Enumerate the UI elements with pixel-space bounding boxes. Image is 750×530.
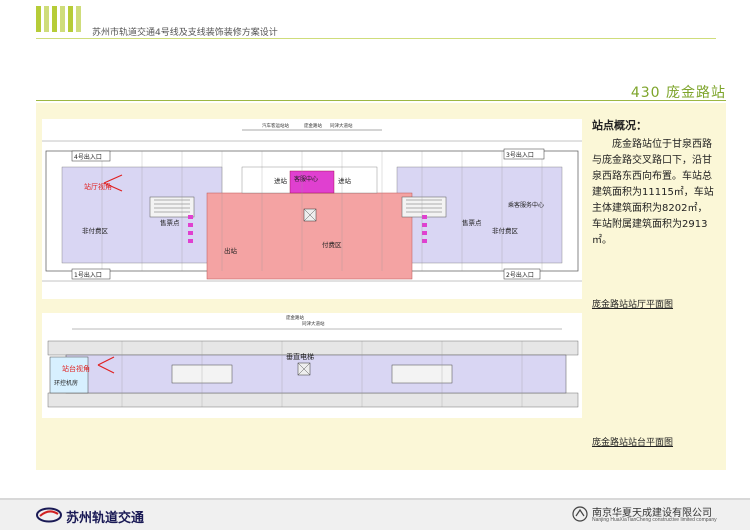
station-hall-plan-drawing: 汽车客运站站 庞金路站 同津大道站 — [42, 122, 582, 282]
hall-top-label-3: 同津大道站 — [330, 122, 353, 129]
header-logo-bars — [36, 6, 82, 32]
station-title: 430 庞金路站 — [630, 85, 726, 101]
overview-title: 站点概况： — [592, 119, 647, 132]
zone-non-paid-left: 非付费区 — [82, 226, 109, 235]
hall-view-label: 站厅视角 — [84, 182, 112, 191]
hall-plan-caption: 庞金路站站厅平面图 — [592, 300, 674, 310]
station-hall-plan: 汽车客运站站 庞金路站 同津大道站 — [42, 119, 582, 299]
platform-plan-caption: 庞金路站站台平面图 — [592, 438, 674, 448]
platform-top-label-2: 同津大道站 — [302, 320, 325, 327]
suzhou-metro-logo-icon — [36, 507, 62, 523]
zone-ticket-right: 售票点 — [462, 218, 482, 227]
hall-top-label-2: 庞金路站 — [304, 122, 322, 129]
platform-view-label: 站台视角 — [62, 364, 90, 373]
station-platform-plan-drawing: 庞金路站 同津大道站 环控机房 — [47, 314, 579, 408]
zone-passenger-service: 乘客服务中心 — [508, 201, 544, 209]
zone-entry-left: 进站 — [274, 176, 288, 185]
entrance-4: 4号出入口 — [74, 153, 102, 161]
document-title: 苏州市轨道交通4号线及支线装饰装修方案设计 — [92, 28, 278, 38]
zone-exit: 出站 — [224, 246, 238, 255]
hall-top-label-1: 汽车客运站站 — [262, 122, 289, 129]
footer-divider — [0, 498, 750, 500]
zone-non-paid-right: 非付费区 — [492, 226, 519, 235]
footer: 苏州轨道交通 南京华夏天成建设有限公司 Nanjing HuaXiaTianCh… — [0, 500, 750, 530]
station-platform-plan: 庞金路站 同津大道站 环控机房 — [42, 313, 582, 418]
content-panel: 汽车客运站站 庞金路站 同津大道站 — [36, 103, 726, 470]
footer-brand: 苏州轨道交通 — [66, 511, 145, 526]
entrance-1: 1号出入口 — [74, 271, 102, 279]
company-logo-icon — [572, 506, 588, 522]
footer-company-en: Nanjing HuaXiaTianCheng constructive lim… — [592, 517, 717, 523]
overview-body: 庞金路站位于甘泉西路与庞金路交叉路口下，沿甘泉西路东西向布置。车站总建筑面积为1… — [592, 139, 714, 246]
platform-elevator-label: 垂直电梯 — [286, 352, 314, 361]
entrance-3: 3号出入口 — [506, 151, 534, 159]
zone-entry-right: 进站 — [338, 176, 352, 185]
platform-top-label-1: 庞金路站 — [286, 314, 304, 321]
zone-ticket-left: 售票点 — [160, 218, 180, 227]
zone-service-center: 客服中心 — [294, 175, 318, 183]
entrance-2: 2号出入口 — [506, 271, 534, 279]
title-divider — [36, 100, 726, 101]
platform-room-label: 环控机房 — [54, 379, 78, 387]
zone-paid: 付费区 — [322, 240, 342, 249]
header-divider — [36, 38, 716, 39]
footer-company: 南京华夏天成建设有限公司 — [592, 508, 712, 519]
